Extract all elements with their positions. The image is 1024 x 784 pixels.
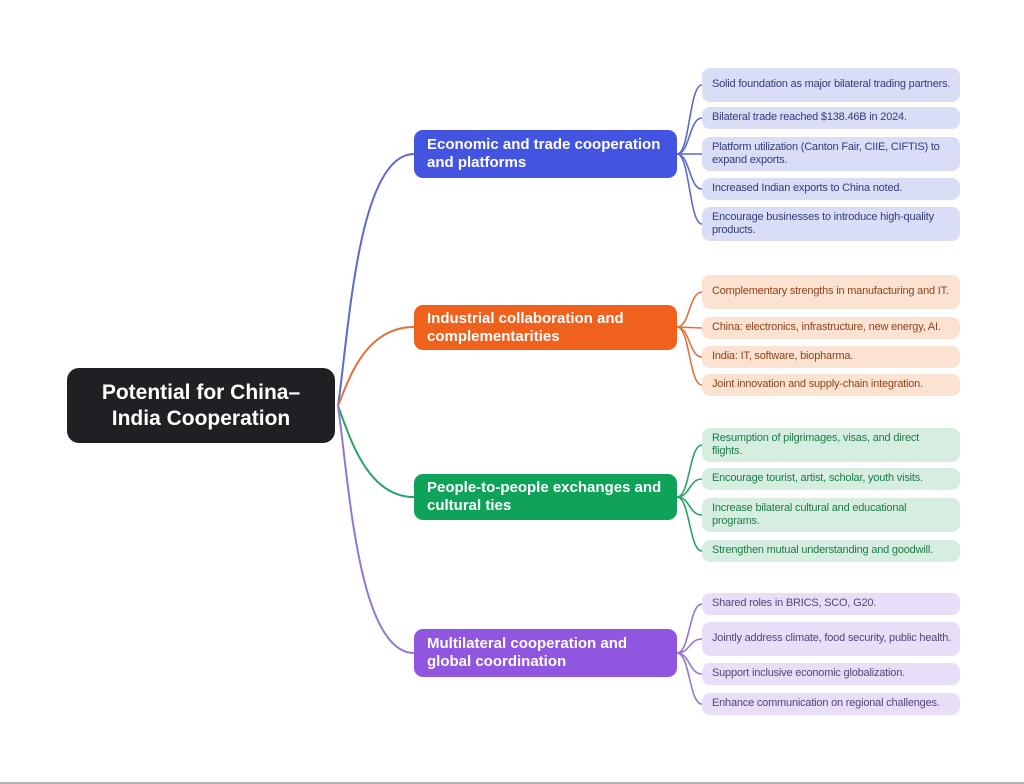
leaf-label: Encourage businesses to introduce high-q…: [712, 210, 934, 237]
root-node[interactable]: Potential for China–India Cooperation: [67, 368, 335, 443]
leaf-connector: [676, 326, 703, 386]
leaf-node[interactable]: Increase bilateral cultural and educatio…: [702, 498, 960, 532]
leaf-label: Platform utilization (Canton Fair, CIIE,…: [712, 140, 940, 167]
leaf-connector: [676, 326, 703, 329]
root-label: Potential for China–India Cooperation: [101, 380, 301, 430]
trunk-connector-multilateral: [337, 405, 415, 654]
trunk-connector-people: [337, 405, 415, 498]
leaf-connector: [676, 652, 703, 705]
leaf-connector: [676, 153, 703, 225]
leaf-label: Solid foundation as major bilateral trad…: [712, 78, 951, 91]
leaf-label: Resumption of pilgrimages, visas, and di…: [712, 431, 920, 458]
leaf-label: Bilateral trade reached $138.46B in 2024…: [712, 111, 907, 124]
leaf-node[interactable]: Increased Indian exports to China noted.: [702, 178, 960, 200]
leaf-node[interactable]: Solid foundation as major bilateral trad…: [702, 68, 960, 102]
branch-label: Economic and trade cooperation and platf…: [427, 136, 661, 171]
leaf-connector: [676, 444, 703, 498]
leaf-connector: [676, 478, 703, 498]
branch-node-people-cultural[interactable]: People-to-people exchanges and cultural …: [414, 474, 677, 520]
leaf-connector: [676, 153, 703, 190]
leaf-node[interactable]: Jointly address climate, food security, …: [702, 622, 960, 656]
leaf-node[interactable]: Encourage tourist, artist, scholar, yout…: [702, 468, 960, 490]
leaf-node[interactable]: Joint innovation and supply-chain integr…: [702, 374, 960, 396]
leaf-node[interactable]: Support inclusive economic globalization…: [702, 663, 960, 685]
branch-label: People-to-people exchanges and cultural …: [427, 479, 662, 514]
leaf-label: India: IT, software, biopharma.: [712, 350, 854, 363]
leaf-connector: [676, 652, 703, 675]
leaf-node[interactable]: Enhance communication on regional challe…: [702, 693, 960, 715]
trunk-connector-economic: [337, 153, 415, 407]
branch-node-economic-trade[interactable]: Economic and trade cooperation and platf…: [414, 130, 677, 178]
leaf-label: Increase bilateral cultural and educatio…: [712, 501, 907, 528]
leaf-node[interactable]: Encourage businesses to introduce high-q…: [702, 207, 960, 241]
branch-node-industrial[interactable]: Industrial collaboration and complementa…: [414, 305, 677, 350]
leaf-label: China: electronics, infrastructure, new …: [712, 321, 941, 334]
trunk-connector-industrial: [337, 326, 415, 407]
leaf-connector: [676, 291, 703, 328]
window-bottom-edge: [0, 782, 1024, 784]
leaf-label: Strengthen mutual understanding and good…: [712, 544, 933, 557]
leaf-connector: [676, 603, 703, 654]
leaf-label: Shared roles in BRICS, SCO, G20.: [712, 597, 877, 610]
leaf-label: Encourage tourist, artist, scholar, yout…: [712, 472, 923, 485]
leaf-label: Support inclusive economic globalization…: [712, 667, 905, 680]
branch-node-multilateral[interactable]: Multilateral cooperation and global coor…: [414, 629, 677, 677]
leaf-label: Complementary strengths in manufacturing…: [712, 285, 949, 298]
leaf-node[interactable]: India: IT, software, biopharma.: [702, 346, 960, 368]
leaf-node[interactable]: Bilateral trade reached $138.46B in 2024…: [702, 107, 960, 129]
leaf-node[interactable]: Shared roles in BRICS, SCO, G20.: [702, 593, 960, 615]
leaf-node[interactable]: Strengthen mutual understanding and good…: [702, 540, 960, 562]
leaf-node[interactable]: Platform utilization (Canton Fair, CIIE,…: [702, 137, 960, 171]
branch-label: Multilateral cooperation and global coor…: [427, 635, 628, 670]
leaf-label: Enhance communication on regional challe…: [712, 697, 940, 710]
leaf-label: Increased Indian exports to China noted.: [712, 182, 903, 195]
leaf-node[interactable]: China: electronics, infrastructure, new …: [702, 317, 960, 339]
leaf-node[interactable]: Complementary strengths in manufacturing…: [702, 275, 960, 309]
leaf-connector: [676, 117, 703, 155]
leaf-connector: [676, 496, 703, 552]
branch-label: Industrial collaboration and complementa…: [427, 309, 624, 345]
leaf-node[interactable]: Resumption of pilgrimages, visas, and di…: [702, 428, 960, 462]
leaf-label: Jointly address climate, food security, …: [712, 632, 952, 645]
leaf-label: Joint innovation and supply-chain integr…: [712, 378, 923, 391]
